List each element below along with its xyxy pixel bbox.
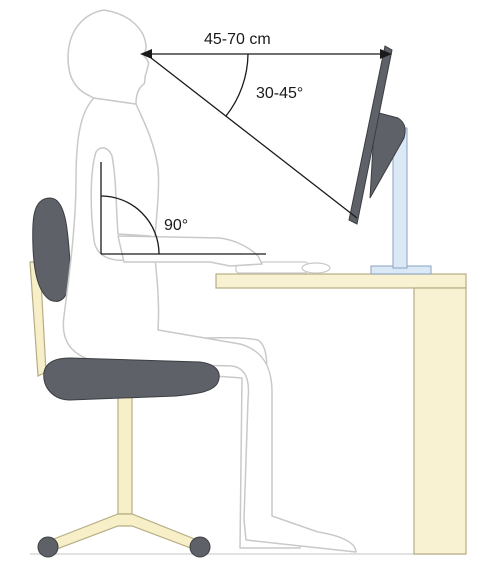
view-angle-label: 30-45° [256,85,303,102]
elbow-angle-label: 90° [164,217,188,234]
chair-wheel-left [38,537,58,557]
chair-post [118,396,132,514]
person-forearm [118,236,262,266]
sight-line [146,54,357,218]
chair-seat-cushion [44,358,219,400]
chair-wheel-right [190,537,210,557]
person-head [68,10,149,104]
view-angle-arc [226,54,248,116]
mouse [302,263,330,273]
desk-top [216,274,466,288]
monitor [349,46,431,274]
viewing-distance-label: 45-70 cm [204,31,271,48]
chair-base [46,514,202,550]
desk-side-panel [414,288,466,554]
